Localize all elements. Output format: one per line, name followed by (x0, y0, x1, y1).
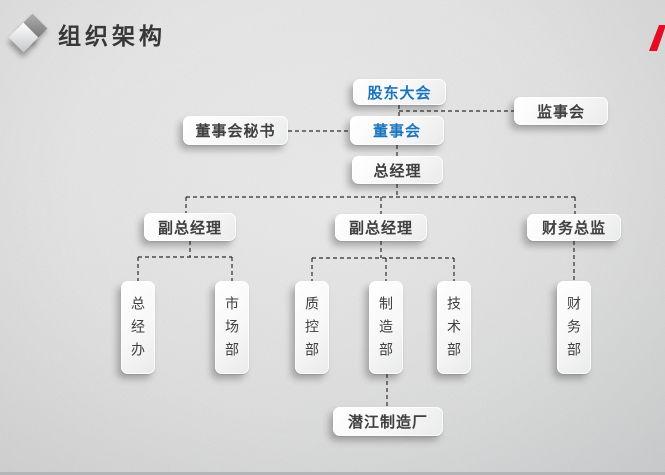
org-node-finance-dept: 财务部 (557, 281, 591, 374)
org-node-gm-office-label: 总经办 (130, 296, 146, 365)
org-node-deputy-gm-left: 副总经理 (144, 213, 236, 241)
org-node-shareholders-meeting: 股东大会 (353, 79, 446, 105)
org-node-supervisory-board: 监事会 (514, 97, 608, 125)
page-title: 组织架构 (58, 23, 166, 49)
org-node-gm-office: 总经办 (121, 281, 155, 374)
org-node-deputy-gm-middle: 副总经理 (335, 214, 427, 241)
diamond-icon (6, 10, 54, 58)
org-node-marketing-dept: 市场部 (215, 281, 249, 374)
org-node-cfo: 财务总监 (527, 214, 621, 241)
org-node-board-of-directors: 董事会 (350, 116, 444, 145)
org-node-tech-dept: 技术部 (437, 281, 471, 374)
slide-bottom-edge (0, 472, 665, 475)
org-node-qc-dept: 质控部 (295, 281, 329, 374)
org-node-general-manager: 总经理 (352, 156, 443, 184)
org-node-manufacturing-dept: 制造部 (369, 281, 403, 374)
org-node-finance-dept-label: 财务部 (566, 296, 582, 365)
org-node-qc-dept-label: 质控部 (304, 296, 320, 365)
org-node-board-secretary: 董事会秘书 (183, 116, 288, 145)
org-node-tech-dept-label: 技术部 (446, 296, 462, 365)
slide-header: 组织架构 (0, 0, 665, 62)
org-node-qianjiang-factory: 潜江制造厂 (333, 407, 443, 436)
org-node-manufacturing-dept-label: 制造部 (378, 296, 394, 365)
red-logo-fragment (649, 25, 665, 51)
org-node-marketing-dept-label: 市场部 (224, 296, 240, 365)
